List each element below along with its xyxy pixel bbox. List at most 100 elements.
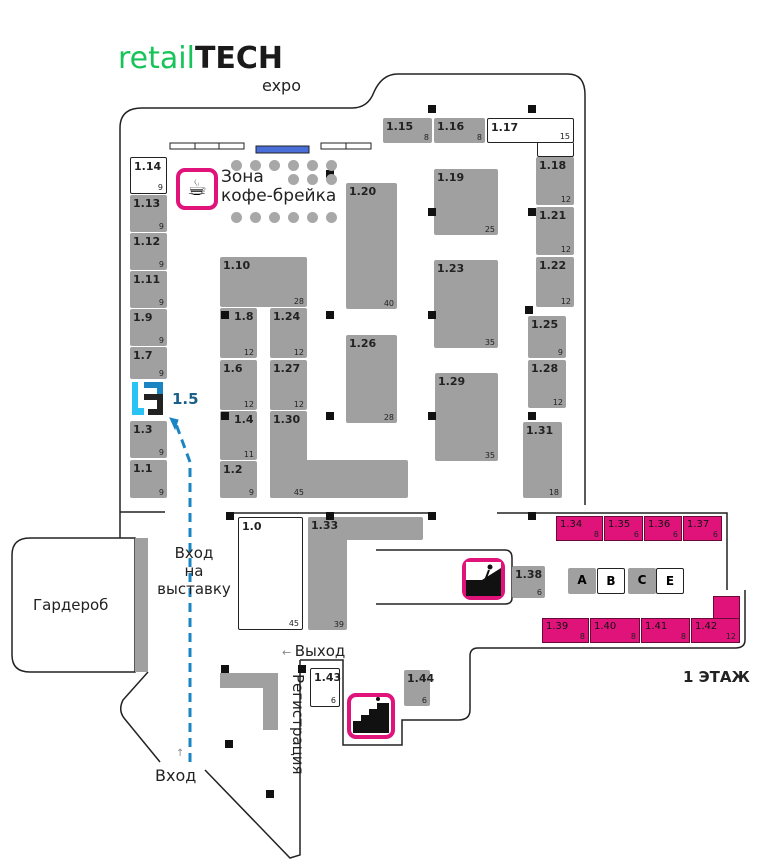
table-dot (250, 212, 261, 223)
column (428, 105, 436, 113)
logo-text-tech: TECH (194, 41, 284, 76)
booth-area: 28 (293, 297, 304, 306)
small-booth[interactable]: E (656, 568, 684, 594)
booth-number: 1.18 (539, 159, 567, 172)
column (221, 311, 229, 319)
company-logo-icon (132, 382, 163, 415)
small-booth[interactable]: C (628, 568, 656, 594)
booth-area: 12 (560, 297, 571, 306)
booth-number: 1.37 (687, 519, 710, 530)
booth-number: 1.19 (437, 171, 465, 184)
stairs-icon (347, 693, 395, 739)
booth-area: 8 (579, 632, 585, 641)
booth-number: 1.27 (273, 362, 301, 375)
booth-area: 8 (423, 133, 429, 142)
small-booth[interactable]: A (568, 568, 596, 594)
booth-number: 1.36 (648, 519, 671, 530)
booth-number: 1.28 (531, 362, 559, 375)
escalator-icon (462, 558, 505, 600)
booth[interactable]: 1.13 9 (130, 195, 167, 232)
booth-area: 9 (158, 336, 164, 345)
column (298, 665, 306, 673)
booth-1-5-logo[interactable] (130, 380, 167, 417)
booth-area: 6 (536, 588, 542, 597)
booth-number: 1.16 (437, 120, 465, 133)
table-dot (326, 160, 337, 171)
booth-area: 11 (243, 450, 254, 459)
column (428, 512, 436, 520)
booth-number: 1.15 (386, 120, 414, 133)
booth-number: 1.13 (133, 197, 161, 210)
column (266, 790, 274, 798)
booth[interactable]: 1.15 8 (383, 118, 432, 143)
booth-number: 1.25 (531, 318, 559, 331)
table-dot (288, 174, 299, 185)
column (225, 740, 233, 748)
booth-area: 6 (633, 530, 639, 539)
booth-area: 12 (560, 245, 571, 254)
booth-area: 9 (158, 488, 164, 497)
booth-number: 1.12 (133, 235, 161, 248)
booth-extension (537, 142, 574, 157)
booth-number: 1.41 (645, 621, 668, 632)
column (428, 412, 436, 420)
booth-number: 1.22 (539, 259, 567, 272)
column (326, 412, 334, 420)
exit-label: ← Выход (282, 642, 345, 660)
coffee-zone-label: Зона кофе-брейка (221, 168, 336, 206)
booth-area: 9 (158, 298, 164, 307)
small-booth[interactable]: B (597, 568, 625, 594)
column (326, 512, 334, 520)
column (528, 105, 536, 113)
booth-number: 1.26 (349, 337, 377, 350)
booth-number: 1.42 (695, 621, 718, 632)
label-line: на (184, 562, 204, 580)
booth[interactable]: 1.22 12 (536, 257, 574, 307)
arrow-up-icon: ↑ (176, 748, 185, 759)
arrow-left-icon: ← (282, 646, 295, 659)
booth-area: 9 (158, 222, 164, 231)
booth-number: 1.29 (438, 375, 466, 388)
booth-extension (713, 596, 740, 620)
booth-number: 1.43 (314, 671, 342, 684)
coffee-cup-icon: ☕ (176, 168, 218, 210)
